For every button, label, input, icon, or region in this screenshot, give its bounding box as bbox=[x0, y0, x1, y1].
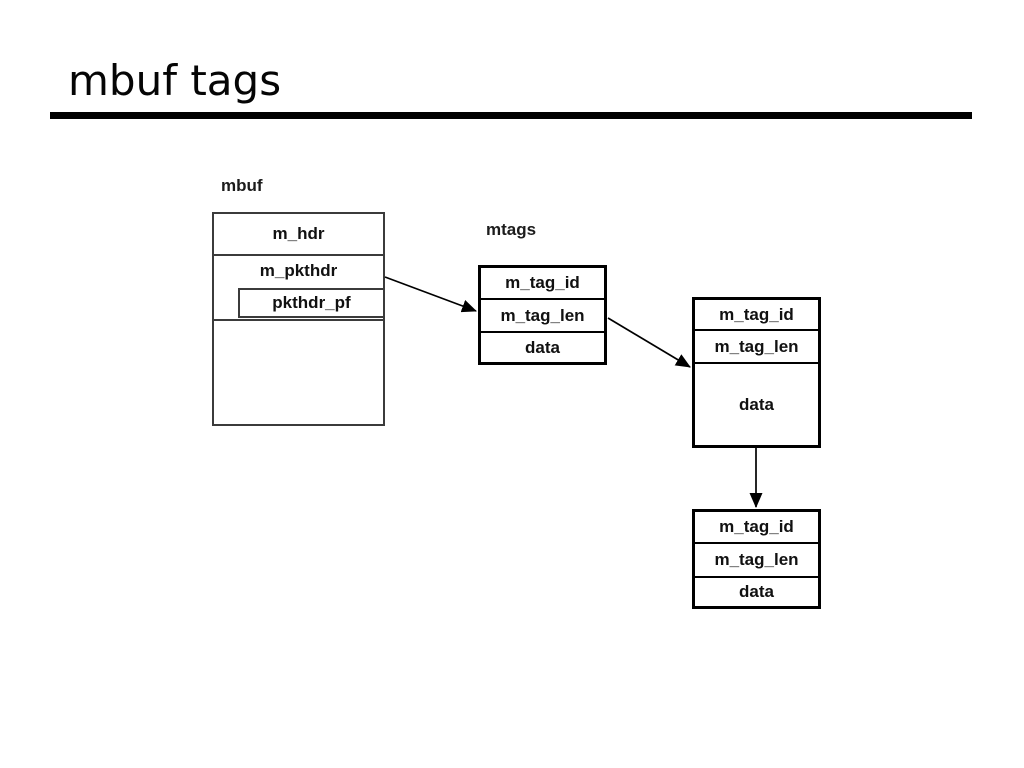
mtag2-row-len: m_tag_len bbox=[695, 331, 818, 364]
mtag3-row-data: data bbox=[695, 578, 818, 606]
pkthdr-pf-label: pkthdr_pf bbox=[272, 293, 351, 312]
mtag1-len-label: m_tag_len bbox=[500, 305, 585, 325]
mtag-box-1: m_tag_id m_tag_len data bbox=[478, 265, 607, 365]
mtag2-len-label: m_tag_len bbox=[714, 336, 799, 356]
mtag1-row-id: m_tag_id bbox=[481, 268, 604, 300]
mtag2-id-label: m_tag_id bbox=[719, 304, 794, 324]
mtag3-id-label: m_tag_id bbox=[719, 517, 794, 536]
mtag3-data-label: data bbox=[739, 582, 774, 601]
page-title: mbuf tags bbox=[68, 56, 282, 105]
mtag1-row-data: data bbox=[481, 333, 604, 362]
mhdr-label: m_hdr bbox=[272, 224, 325, 243]
mbuf-row-empty bbox=[214, 321, 383, 424]
mbuf-label: mbuf bbox=[221, 176, 263, 195]
arrow-mbuf-to-mtag1 bbox=[384, 276, 477, 313]
title-underline bbox=[50, 112, 972, 119]
mtag3-len-label: m_tag_len bbox=[714, 550, 799, 569]
mtag1-id-label: m_tag_id bbox=[505, 273, 580, 292]
pkthdr-pf-box: pkthdr_pf bbox=[238, 288, 385, 318]
mtag2-row-data: data bbox=[695, 364, 818, 445]
mtag1-data-label: data bbox=[525, 337, 560, 357]
mbuf-row-mpkthdr: m_pkthdr pkthdr_pf bbox=[214, 256, 385, 321]
mpkthdr-label: m_pkthdr bbox=[259, 261, 338, 280]
mtag2-data-label: data bbox=[739, 394, 774, 414]
mtag-box-3: m_tag_id m_tag_len data bbox=[692, 509, 821, 609]
arrow-mtag1-to-mtag2 bbox=[607, 317, 691, 368]
mtag2-row-id: m_tag_id bbox=[695, 300, 818, 331]
mbuf-row-mhdr: m_hdr bbox=[214, 214, 383, 256]
mtags-label: mtags bbox=[486, 220, 537, 239]
mbuf-box: m_hdr m_pkthdr pkthdr_pf bbox=[212, 212, 385, 426]
mtag3-row-len: m_tag_len bbox=[695, 544, 818, 578]
mtag3-row-id: m_tag_id bbox=[695, 512, 818, 544]
mtag1-row-len: m_tag_len bbox=[481, 300, 604, 333]
mtag-box-2: m_tag_id m_tag_len data bbox=[692, 297, 821, 448]
